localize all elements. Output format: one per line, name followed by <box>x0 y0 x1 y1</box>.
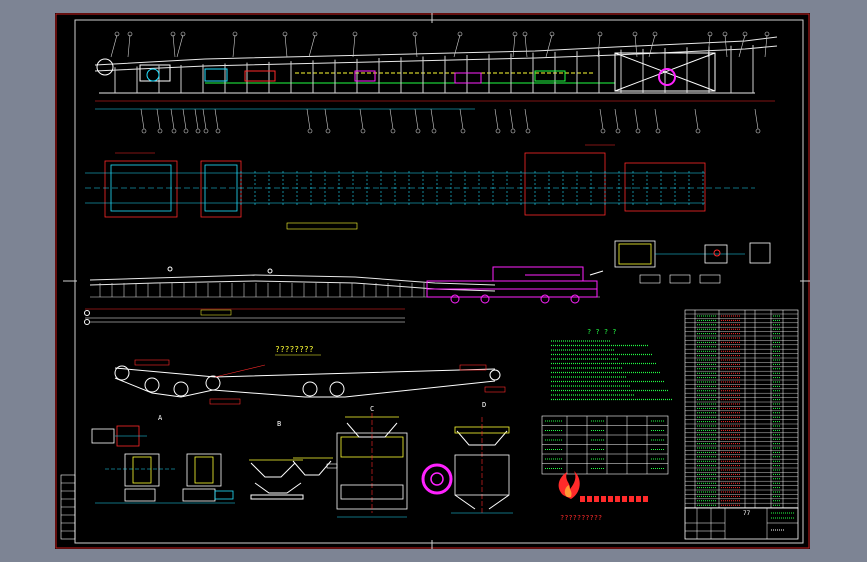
flame-logo-icon <box>558 471 580 499</box>
drive-detail-views: A <box>91 414 235 504</box>
conveyor-side-view <box>84 266 604 325</box>
drawing-sheet: ???????? ? ? ? ? <box>55 13 810 549</box>
bill-of-materials <box>684 309 799 509</box>
conveyor-elevation-view <box>94 31 778 134</box>
drawing-canvas: ???????? ? ? ? ? <box>55 13 810 549</box>
technical-requirements: ? ? ? ? <box>551 328 672 401</box>
conveyor-scheme: ???????? <box>114 345 506 405</box>
tech-req-title: ? ? ? ? <box>587 328 617 336</box>
section-label-c: C <box>370 405 374 413</box>
company-logo: ?????????? <box>558 471 648 522</box>
revision-table <box>60 474 76 540</box>
section-label-b: B <box>277 420 281 428</box>
frame-section-view: C <box>336 405 408 518</box>
tail-plan-detail <box>614 240 771 284</box>
tail-carriage <box>426 266 598 304</box>
scheme-title: ???????? <box>275 345 314 354</box>
tail-section-view: D <box>421 401 513 514</box>
svg-text:D: D <box>482 401 486 409</box>
title-block: 77 <box>684 507 799 540</box>
conveyor-plan-view <box>85 144 755 230</box>
company-name: ?????????? <box>560 514 602 522</box>
parameter-table <box>541 415 669 475</box>
title-block-number: 77 <box>743 510 751 517</box>
center-marks <box>63 13 810 549</box>
idler-section-views: B <box>249 420 338 500</box>
section-label-a: A <box>158 414 163 422</box>
